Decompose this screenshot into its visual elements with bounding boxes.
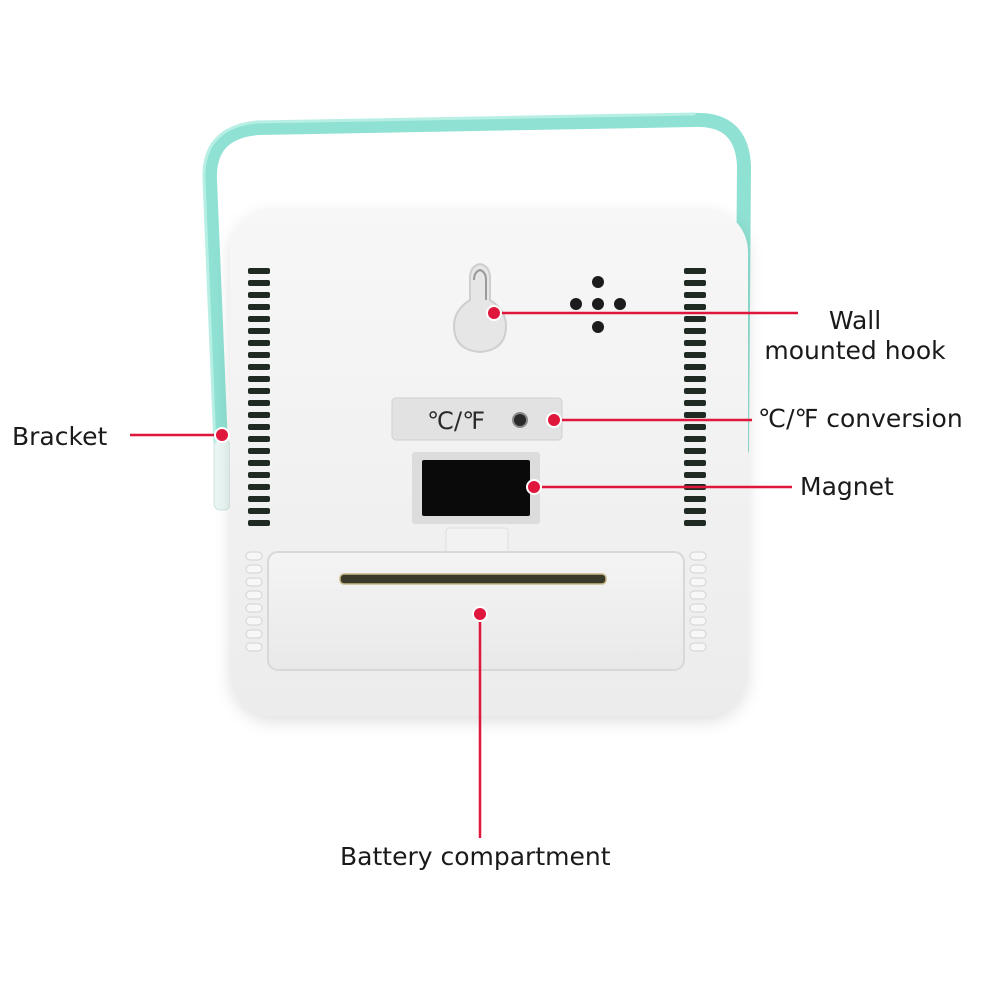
round-vent xyxy=(689,551,707,561)
round-vent xyxy=(689,564,707,574)
vent-slot xyxy=(248,304,270,310)
vent-slot xyxy=(248,376,270,382)
vent-slot xyxy=(248,436,270,442)
battery-callout-dot xyxy=(472,606,488,622)
side-round-vents xyxy=(245,551,707,652)
round-vent xyxy=(689,629,707,639)
vent-slot xyxy=(248,316,270,322)
vent-slot xyxy=(248,460,270,466)
vent-slot xyxy=(684,364,706,370)
callout-dots xyxy=(214,305,562,622)
magnet-callout-dot xyxy=(526,479,542,495)
vent-slot xyxy=(684,424,706,430)
bracket-handle-highlight xyxy=(202,112,696,472)
vent-slot xyxy=(248,364,270,370)
vent-slot xyxy=(248,472,270,478)
vent-slot xyxy=(684,496,706,502)
vent-slot xyxy=(684,448,706,454)
round-vent xyxy=(245,564,263,574)
right-vents xyxy=(684,268,706,526)
vent-slot xyxy=(684,352,706,358)
vent-slot xyxy=(684,340,706,346)
vent-slot xyxy=(684,436,706,442)
vent-slot xyxy=(248,484,270,490)
vent-slot xyxy=(684,268,706,274)
vent-slot xyxy=(248,412,270,418)
bracket-handle xyxy=(202,112,751,477)
battery-label: Battery compartment xyxy=(340,842,611,871)
round-vent xyxy=(689,577,707,587)
round-vent xyxy=(245,616,263,626)
conversion-button[interactable] xyxy=(512,412,528,428)
round-vent xyxy=(245,577,263,587)
left-vents xyxy=(248,268,270,526)
round-vent xyxy=(689,590,707,600)
vent-slot xyxy=(248,292,270,298)
vent-slot xyxy=(684,328,706,334)
round-vent xyxy=(245,642,263,652)
round-vent xyxy=(245,603,263,613)
wall-hook-label: Wall mounted hook xyxy=(740,306,970,366)
vent-slot xyxy=(684,388,706,394)
battery-lid-slot xyxy=(339,573,607,585)
bracket-callout-dot xyxy=(214,427,230,443)
conversion-callout-dot xyxy=(546,412,562,428)
round-vent xyxy=(689,642,707,652)
vent-slot xyxy=(684,292,706,298)
vent-slot xyxy=(248,340,270,346)
vent-slot xyxy=(684,376,706,382)
round-vent xyxy=(245,551,263,561)
bracket-label: Bracket xyxy=(12,422,108,451)
keyhole-icon xyxy=(452,262,508,354)
vent-slot xyxy=(248,280,270,286)
callout-lines xyxy=(130,311,798,838)
vent-slot xyxy=(684,460,706,466)
bracket-foot xyxy=(213,439,231,511)
wall-hook-label-line1: Wall xyxy=(828,306,882,335)
round-vent xyxy=(689,603,707,613)
vent-slot xyxy=(248,352,270,358)
vent-slot xyxy=(248,496,270,502)
vent-slot xyxy=(248,520,270,526)
vent-slot xyxy=(684,412,706,418)
round-vent xyxy=(689,616,707,626)
vent-slot xyxy=(248,328,270,334)
vent-slot xyxy=(248,400,270,406)
switch-label: ℃/℉ xyxy=(427,407,485,435)
vent-slot xyxy=(248,388,270,394)
magnet xyxy=(422,460,530,516)
vent-slot xyxy=(248,268,270,274)
vent-slot xyxy=(248,508,270,514)
wall-hook-label-line2: mounted hook xyxy=(764,336,946,365)
vent-slot xyxy=(684,400,706,406)
vent-slot xyxy=(248,424,270,430)
magnet-label: Magnet xyxy=(800,472,894,501)
buzzer-holes xyxy=(570,276,626,333)
vent-slot xyxy=(684,472,706,478)
vent-slot xyxy=(684,316,706,322)
conversion-label: ℃/℉ conversion xyxy=(758,404,963,433)
vent-slot xyxy=(684,520,706,526)
vent-slot xyxy=(684,304,706,310)
vent-slot xyxy=(684,280,706,286)
round-vent xyxy=(245,629,263,639)
hook-callout-dot xyxy=(486,305,502,321)
vent-slot xyxy=(684,508,706,514)
vent-slot xyxy=(248,448,270,454)
round-vent xyxy=(245,590,263,600)
